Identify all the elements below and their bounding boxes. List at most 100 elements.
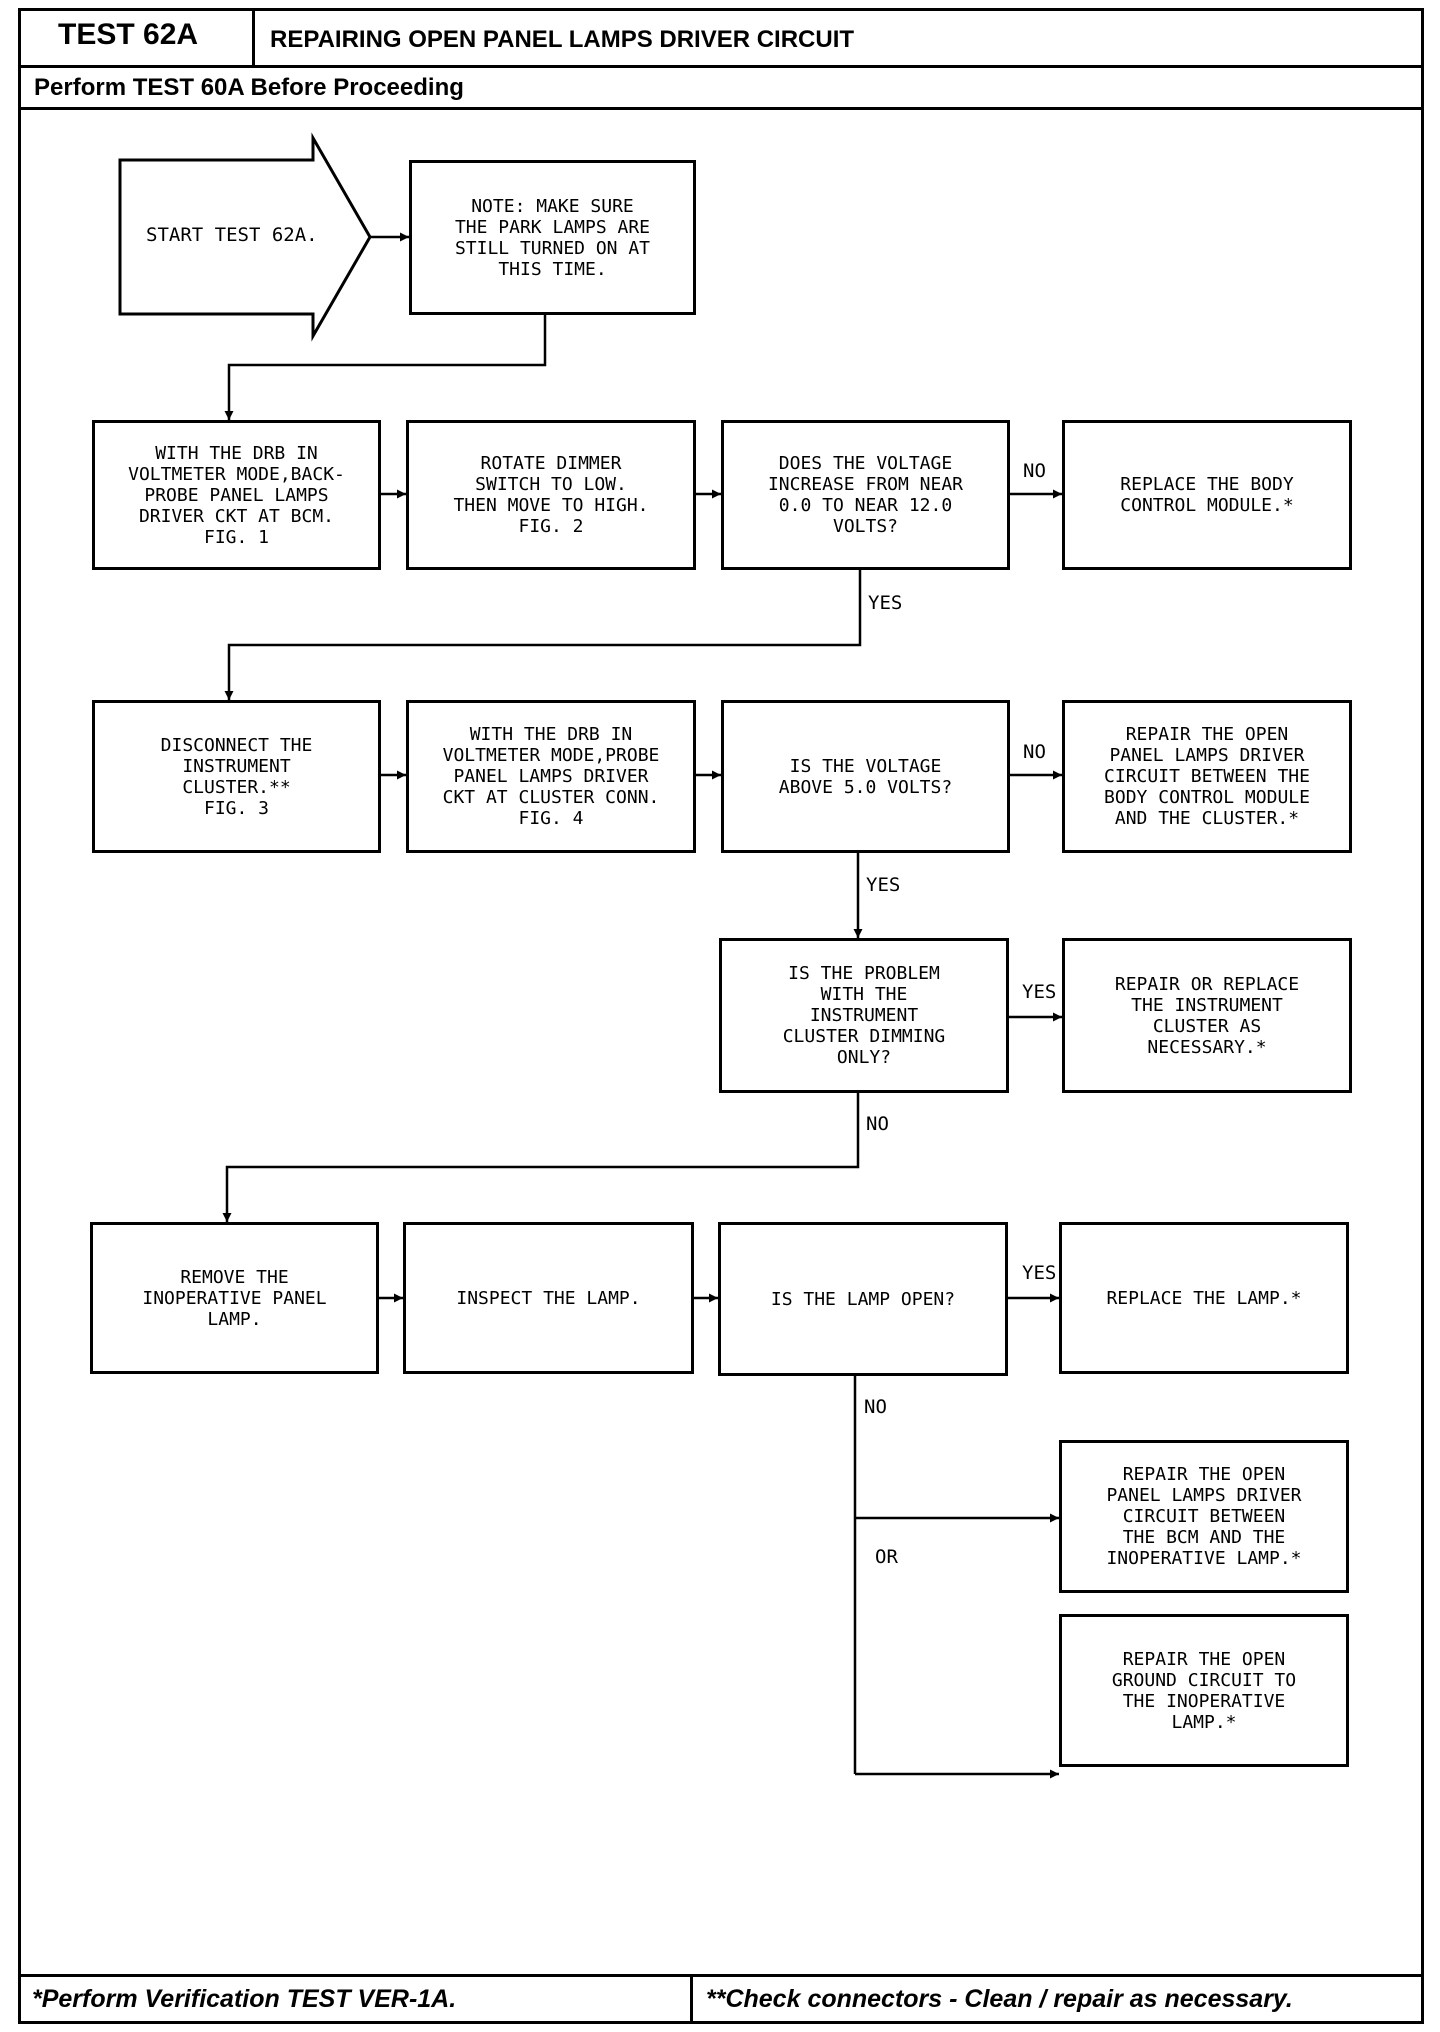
node-above5-question: IS THE VOLTAGE ABOVE 5.0 VOLTS? [721, 700, 1010, 853]
edge-label-no: NO [1023, 741, 1046, 763]
text-line: DOES THE VOLTAGE [778, 453, 953, 474]
text-line: THE INSTRUMENT [1131, 994, 1283, 1016]
text-line: INSTRUMENT [182, 755, 291, 777]
node-replace-lamp: REPLACE THE LAMP.* [1059, 1222, 1349, 1374]
node-voltage-question: DOES THE VOLTAGE INCREASE FROM NEAR 0.0 … [721, 420, 1010, 570]
edge-voltage-disconnect [224, 570, 862, 700]
text-line: FIG. 1 [203, 526, 270, 548]
text-line: CONTROL MODULE.* [1120, 495, 1294, 516]
edge-label-no: NO [866, 1113, 889, 1135]
test-id: TEST 62A [58, 18, 199, 51]
node-repair-driver: REPAIR THE OPEN PANEL LAMPS DRIVER CIRCU… [1062, 700, 1352, 853]
text-line: WITH THE [820, 984, 908, 1005]
text-line: BODY CONTROL MODULE [1104, 787, 1310, 808]
start-arrow-shape [118, 132, 372, 342]
prerequisite-note: Perform TEST 60A Before Proceeding [34, 74, 464, 101]
text-line: THE BCM AND THE [1122, 1527, 1286, 1548]
edge-note-drb [224, 315, 547, 420]
edge-label-yes: YES [1022, 981, 1057, 1003]
node-drb-bcm: WITH THE DRB IN VOLTMETER MODE,BACK- PRO… [92, 420, 381, 570]
text-line: PANEL LAMPS DRIVER [1109, 745, 1305, 766]
node-remove-lamp: REMOVE THE INOPERATIVE PANEL LAMP. [90, 1222, 379, 1374]
page-frame [18, 8, 1424, 2024]
text-line: REPAIR THE OPEN [1125, 724, 1289, 745]
node-repair-ground: REPAIR THE OPEN GROUND CIRCUIT TO THE IN… [1059, 1614, 1349, 1767]
text-line: INSPECT THE LAMP. [456, 1287, 641, 1309]
header-divider-1 [18, 65, 1424, 68]
text-line: CLUSTER DIMMING [782, 1026, 946, 1047]
node-repair-cluster: REPAIR OR REPLACE THE INSTRUMENT CLUSTER… [1062, 938, 1352, 1093]
edge-dimming-remove [222, 1093, 860, 1222]
text-line: VOLTMETER MODE,PROBE [442, 745, 660, 766]
note-line: THE PARK LAMPS ARE [454, 216, 651, 238]
text-line: FIG. 4 [518, 808, 584, 829]
text-line: VOLTMETER MODE,BACK- [128, 463, 345, 485]
text-line: FIG. 3 [203, 797, 270, 819]
node-disconnect-cluster: DISCONNECT THE INSTRUMENT CLUSTER.** FIG… [92, 700, 381, 853]
footer-divider [18, 1974, 1424, 1977]
text-line: CLUSTER.** [182, 776, 291, 798]
text-line: DISCONNECT THE [160, 734, 313, 756]
text-line: IS THE LAMP OPEN? [770, 1288, 956, 1310]
text-line: IS THE VOLTAGE [789, 755, 942, 777]
text-line: CIRCUIT BETWEEN [1122, 1506, 1286, 1527]
text-line: WITH THE DRB IN [155, 442, 318, 464]
node-rotate: ROTATE DIMMER SWITCH TO LOW. THEN MOVE T… [406, 420, 696, 570]
text-line: REPLACE THE BODY [1120, 474, 1294, 495]
footer-note-connectors: **Check connectors - Clean / repair as n… [706, 1985, 1293, 2013]
node-note: NOTE: MAKE SURE THE PARK LAMPS ARE STILL… [409, 160, 696, 315]
node-replace-bcm: REPLACE THE BODY CONTROL MODULE.* [1062, 420, 1352, 570]
text-line: PROBE PANEL LAMPS [144, 484, 329, 506]
text-line: LAMP.* [1171, 1711, 1237, 1733]
text-line: WITH THE DRB IN [469, 724, 633, 745]
text-line: PANEL LAMPS DRIVER [1106, 1485, 1302, 1506]
edge-label-yes: YES [866, 874, 901, 896]
edge-label-yes: YES [868, 592, 903, 614]
text-line: GROUND CIRCUIT TO [1111, 1669, 1297, 1691]
text-line: 0.0 TO NEAR 12.0 [778, 495, 953, 516]
header-id-divider [252, 8, 255, 67]
header-divider-2 [18, 107, 1424, 110]
node-dimming-question: IS THE PROBLEM WITH THE INSTRUMENT CLUST… [719, 938, 1009, 1093]
note-line: THIS TIME. [498, 258, 607, 280]
text-line: CKT AT CLUSTER CONN. [442, 787, 660, 808]
node-lamp-open-question: IS THE LAMP OPEN? [718, 1222, 1008, 1376]
text-line: ROTATE DIMMER [480, 453, 622, 474]
edge-label-no: NO [1023, 460, 1046, 482]
node-inspect-lamp: INSPECT THE LAMP. [403, 1222, 694, 1374]
edge-label-yes: YES [1022, 1262, 1057, 1284]
page-title: REPAIRING OPEN PANEL LAMPS DRIVER CIRCUI… [270, 26, 855, 53]
text-line: INOPERATIVE PANEL [142, 1287, 327, 1309]
note-line: NOTE: MAKE SURE [471, 195, 634, 217]
note-line: STILL TURNED ON AT [454, 237, 651, 259]
text-line: ONLY? [836, 1047, 892, 1068]
node-start: START TEST 62A. [146, 224, 318, 246]
footer-col-divider [690, 1974, 693, 2024]
text-line: VOLTS? [832, 516, 899, 537]
text-line: INOPERATIVE LAMP.* [1106, 1548, 1302, 1569]
text-line: CIRCUIT BETWEEN THE [1104, 766, 1310, 787]
edge-label-no: NO [864, 1396, 887, 1418]
text-line: REPAIR THE OPEN [1122, 1464, 1286, 1485]
text-line: IS THE PROBLEM [788, 963, 940, 984]
text-line: REMOVE THE [180, 1266, 289, 1288]
text-line: REPAIR OR REPLACE [1114, 973, 1300, 995]
text-line: PANEL LAMPS DRIVER [453, 766, 649, 787]
text-line: ABOVE 5.0 VOLTS? [778, 776, 953, 798]
text-line: NECESSARY.* [1147, 1036, 1267, 1058]
text-line: REPAIR THE OPEN [1122, 1648, 1286, 1670]
footer-note-verification: *Perform Verification TEST VER-1A. [32, 1985, 457, 2013]
edge-label-or: OR [875, 1546, 898, 1568]
text-line: SWITCH TO LOW. [475, 474, 627, 495]
node-repair-bcm-lamp: REPAIR THE OPEN PANEL LAMPS DRIVER CIRCU… [1059, 1440, 1349, 1593]
text-line: INCREASE FROM NEAR [767, 474, 964, 495]
text-line: REPLACE THE LAMP.* [1106, 1287, 1302, 1309]
text-line: THEN MOVE TO HIGH. [453, 495, 649, 516]
text-line: INSTRUMENT [809, 1005, 919, 1026]
text-line: CLUSTER AS [1152, 1015, 1262, 1037]
node-drb-cluster: WITH THE DRB IN VOLTMETER MODE,PROBE PAN… [406, 700, 696, 853]
text-line: THE INOPERATIVE [1122, 1690, 1286, 1712]
text-line: DRIVER CKT AT BCM. [138, 505, 335, 527]
text-line: LAMP. [207, 1308, 262, 1330]
